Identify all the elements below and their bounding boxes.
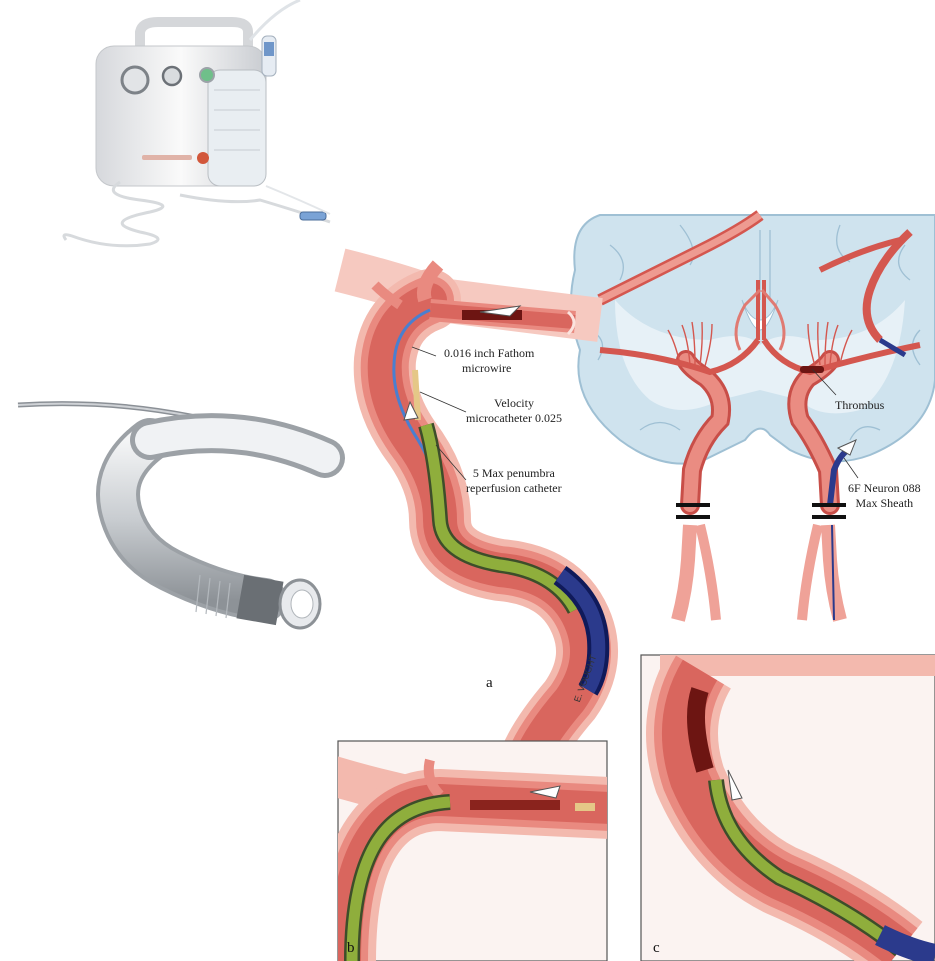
reperfusion-label: 5 Max penumbra reperfusion catheter (466, 466, 562, 496)
panel-label-a: a (486, 675, 493, 692)
panel-b (330, 741, 610, 961)
thrombus-label: Thrombus (835, 398, 884, 413)
catheter-photo (18, 404, 325, 628)
sheath-label-line2: Max Sheath (848, 496, 921, 511)
sheath-label-line1: 6F Neuron 088 (848, 481, 921, 496)
microwire-label-line2: microwire (444, 361, 534, 376)
aspiration-pump-photo (64, 0, 330, 246)
microcatheter-label: Velocity microcatheter 0.025 (466, 396, 562, 426)
panel-c (641, 655, 935, 961)
reperfusion-label-line2: reperfusion catheter (466, 481, 562, 496)
sheath-label: 6F Neuron 088 Max Sheath (848, 481, 921, 511)
panel-label-c: c (653, 940, 660, 957)
panel-label-b: b (347, 940, 355, 957)
microwire-label-line1: 0.016 inch Fathom (444, 346, 534, 361)
microwire-label: 0.016 inch Fathom microwire (444, 346, 534, 376)
microcatheter-label-line2: microcatheter 0.025 (466, 411, 562, 426)
microcatheter-label-line1: Velocity (466, 396, 562, 411)
reperfusion-label-line1: 5 Max penumbra (466, 466, 562, 481)
